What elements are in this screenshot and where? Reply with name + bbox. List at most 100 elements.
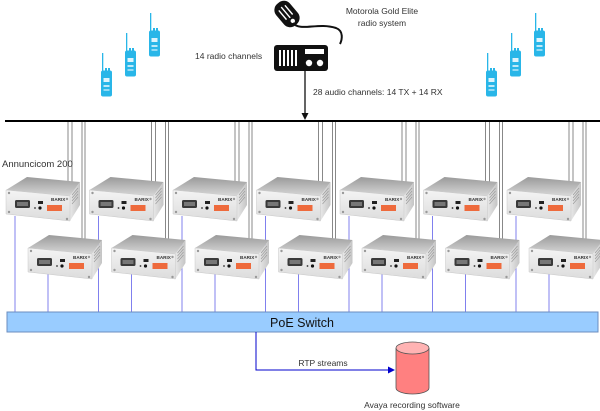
handheld-radio-icon xyxy=(534,13,545,57)
screw-icon xyxy=(280,249,283,253)
terminal-connector-icon xyxy=(130,205,146,211)
handheld-radio-icon xyxy=(149,13,160,57)
screw-icon xyxy=(254,255,258,259)
screw-icon xyxy=(91,210,94,214)
terminal-connector-icon xyxy=(236,263,251,269)
annuncicom-device: BARIX xyxy=(445,235,520,280)
brand-label: BARIX xyxy=(491,255,506,260)
poe-switch-label: PoE Switch xyxy=(270,316,334,330)
screw-icon xyxy=(65,217,69,221)
brand-label: BARIX xyxy=(302,197,317,202)
handheld-radio-icon xyxy=(510,33,521,77)
terminal-connector-icon xyxy=(403,263,418,269)
screw-icon xyxy=(425,191,428,195)
screw-icon xyxy=(530,268,534,272)
brand-label: BARIX xyxy=(135,197,150,202)
screw-icon xyxy=(341,191,345,195)
audio-channels-label: 28 audio channels: 14 TX + 14 RX xyxy=(313,87,443,97)
screw-icon xyxy=(421,255,425,259)
brand-label: BARIX xyxy=(218,197,233,202)
screw-icon xyxy=(232,217,236,221)
rtp-arrow-head-icon xyxy=(388,366,395,374)
screw-icon xyxy=(399,217,403,221)
annuncicom-label: Annuncicom 200 xyxy=(2,159,73,170)
screw-icon xyxy=(149,217,152,221)
annuncicom-devices: BARIX BARIX BARIX BARIX BARIX BARIX BARIX BARIX… xyxy=(5,177,600,280)
screw-icon xyxy=(505,255,508,259)
screw-icon xyxy=(588,275,592,279)
annuncicom-device: BARIX xyxy=(256,177,331,222)
screw-icon xyxy=(508,210,512,214)
screw-icon xyxy=(588,255,592,259)
screw-icon xyxy=(232,197,236,201)
terminal-connector-icon xyxy=(69,263,84,269)
annuncicom-device: BARIX xyxy=(89,177,164,222)
annuncicom-device: BARIX xyxy=(172,177,247,222)
screw-icon xyxy=(447,268,450,272)
annuncicom-device: BARIX xyxy=(194,235,269,280)
annuncicom-device: BARIX xyxy=(27,235,102,280)
screw-icon xyxy=(196,268,200,272)
screw-icon xyxy=(87,255,91,259)
terminal-connector-icon xyxy=(319,263,335,269)
screw-icon xyxy=(258,191,261,195)
brand-label: BARIX xyxy=(73,255,88,260)
screw-icon xyxy=(65,197,69,201)
screw-icon xyxy=(421,275,425,279)
brand-label: BARIX xyxy=(552,197,567,202)
screw-icon xyxy=(7,210,11,214)
terminal-connector-icon xyxy=(381,205,396,211)
brand-label: BARIX xyxy=(385,197,400,202)
screw-icon xyxy=(174,210,178,214)
rtp-stream-line xyxy=(255,332,388,371)
screw-icon xyxy=(196,249,200,253)
screw-icon xyxy=(338,275,341,279)
annuncicom-device: BARIX xyxy=(528,235,600,280)
brand-label: BARIX xyxy=(469,197,484,202)
screw-icon xyxy=(91,191,94,195)
screw-icon xyxy=(171,275,174,279)
annuncicom-device: BARIX xyxy=(506,177,581,222)
screw-icon xyxy=(338,255,341,259)
annuncicom-device: BARIX xyxy=(111,235,186,280)
screw-icon xyxy=(149,197,152,201)
screw-icon xyxy=(505,275,508,279)
screw-icon xyxy=(171,255,174,259)
terminal-connector-icon xyxy=(214,205,229,211)
terminal-connector-icon xyxy=(464,205,480,211)
handheld-radio-icon xyxy=(125,33,136,77)
screw-icon xyxy=(87,275,91,279)
screw-icon xyxy=(113,268,116,272)
recorder-label: Avaya recording software xyxy=(364,400,460,410)
screw-icon xyxy=(280,268,283,272)
screw-icon xyxy=(447,249,450,253)
brand-label: BARIX xyxy=(51,197,66,202)
handheld-radios xyxy=(101,13,545,97)
screw-icon xyxy=(425,210,428,214)
brand-label: BARIX xyxy=(324,255,339,260)
terminal-connector-icon xyxy=(152,263,168,269)
screw-icon xyxy=(566,197,570,201)
screw-icon xyxy=(483,217,486,221)
handheld-radio-icon xyxy=(101,53,112,97)
brand-label: BARIX xyxy=(157,255,172,260)
recorder-database-icon xyxy=(395,341,430,395)
arrow-head-icon xyxy=(301,113,309,120)
screw-icon xyxy=(341,210,345,214)
screw-icon xyxy=(483,197,486,201)
screw-icon xyxy=(530,249,534,253)
screw-icon xyxy=(363,249,367,253)
radio-base-station-icon xyxy=(274,0,343,71)
screw-icon xyxy=(258,210,261,214)
screw-icon xyxy=(7,191,11,195)
brand-label: BARIX xyxy=(574,255,589,260)
screw-icon xyxy=(29,268,33,272)
radio-system-label-line1: Motorola Gold Elite xyxy=(346,6,419,16)
annuncicom-device: BARIX xyxy=(361,235,436,280)
annuncicom-device: BARIX xyxy=(278,235,353,280)
screw-icon xyxy=(566,217,570,221)
audio-lines xyxy=(67,121,587,245)
screw-icon xyxy=(174,191,178,195)
screw-icon xyxy=(316,217,319,221)
